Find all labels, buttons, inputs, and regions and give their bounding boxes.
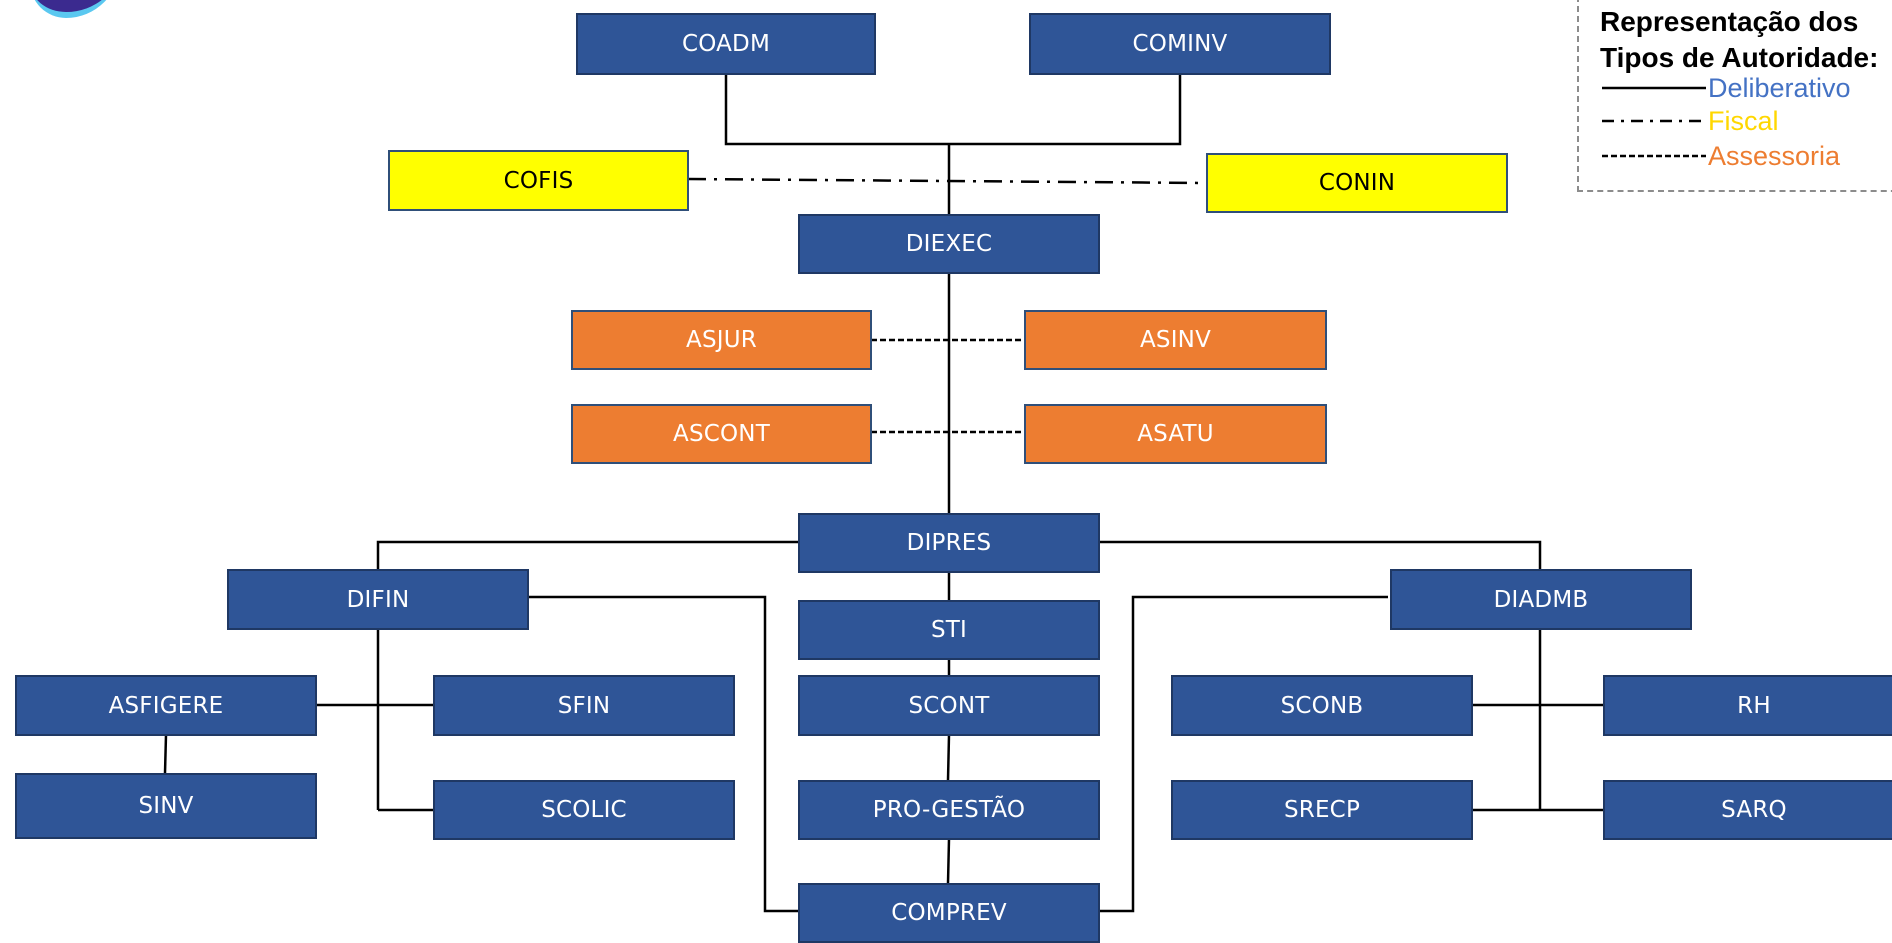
node-diexec: DIEXEC — [798, 214, 1100, 274]
legend-label-deliberativo: Deliberativo — [1708, 73, 1851, 103]
node-cominv: COMINV — [1029, 13, 1331, 75]
node-scolic: SCOLIC — [433, 780, 735, 840]
solid-line-icon — [1602, 86, 1706, 90]
node-coadm: COADM — [576, 13, 876, 75]
legend-title: Representação dos Tipos de Autoridade: — [1600, 4, 1892, 76]
connector-diadmb-comprev — [1098, 595, 1388, 913]
node-asfigere: ASFIGERE — [15, 675, 317, 736]
connector-progestao-comprev — [946, 838, 951, 884]
node-asjur: ASJUR — [571, 310, 872, 370]
connector-fiscal — [687, 177, 1206, 185]
node-sfin: SFIN — [433, 675, 735, 736]
node-sinv: SINV — [15, 773, 317, 839]
connector-dipres-difin — [376, 540, 798, 569]
node-dipres: DIPRES — [798, 513, 1100, 573]
node-asinv: ASINV — [1024, 310, 1327, 370]
connector-asfigere-sinv — [163, 734, 168, 774]
legend-box: Representação dos Tipos de Autoridade: D… — [1577, 0, 1892, 192]
legend-title-line1: Representação dos — [1600, 6, 1859, 37]
connector-councils — [724, 75, 1182, 146]
node-sarq: SARQ — [1603, 780, 1892, 840]
node-asatu: ASATU — [1024, 404, 1327, 464]
node-comprev: COMPREV — [798, 883, 1100, 943]
connector-scont-progestao — [946, 734, 951, 781]
node-ascont: ASCONT — [571, 404, 872, 464]
node-rh: RH — [1603, 675, 1892, 736]
node-difin: DIFIN — [227, 569, 529, 630]
node-cofis: COFIS — [388, 150, 689, 211]
node-sconb: SCONB — [1171, 675, 1473, 736]
legend-label-assessoria: Assessoria — [1708, 141, 1841, 171]
dashed-line-icon — [1602, 154, 1706, 158]
connector-dipres-diadmb — [1098, 540, 1542, 569]
node-scont: SCONT — [798, 675, 1100, 736]
node-srecp: SRECP — [1171, 780, 1473, 840]
legend-label-fiscal: Fiscal — [1708, 106, 1779, 136]
node-conin: CONIN — [1206, 153, 1508, 213]
node-diadmb: DIADMB — [1390, 569, 1692, 630]
node-sti: STI — [798, 600, 1100, 660]
dash-dot-line-icon — [1602, 119, 1706, 123]
legend-title-line2: Tipos de Autoridade: — [1600, 42, 1879, 73]
node-pro-gestao: PRO-GESTÃO — [798, 780, 1100, 840]
connector-difin-comprev — [528, 595, 798, 913]
